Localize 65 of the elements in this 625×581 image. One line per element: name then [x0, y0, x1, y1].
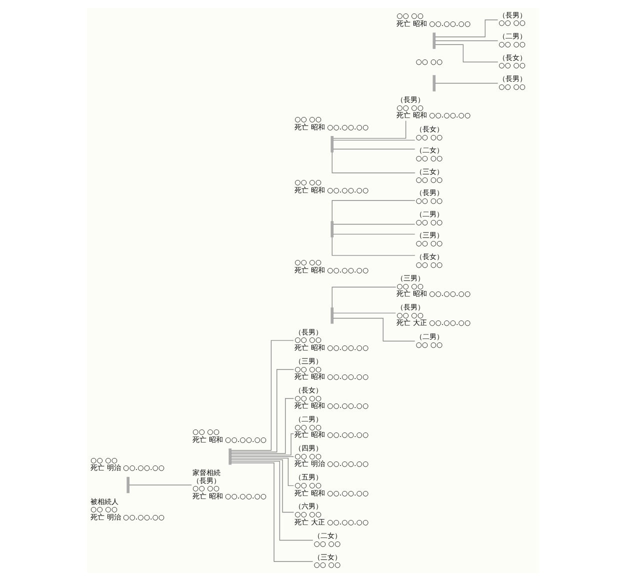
connector: [230, 459, 294, 513]
connector: [434, 82, 498, 84]
node-text: （二男） ○○ ○○: [415, 332, 444, 349]
connector: [230, 458, 294, 486]
node-bar: [330, 308, 334, 324]
connector: [230, 460, 313, 541]
node-text: ○○ ○○ 死亡 昭和 ○○.○○.○○: [294, 114, 368, 132]
node-text: ○○ ○○ 死亡 昭和 ○○.○○.○○: [396, 11, 470, 28]
node-text: ○○ ○○ 死亡 昭和 ○○.○○.○○: [294, 178, 368, 194]
node-text: （長女） ○○ ○○: [415, 252, 444, 269]
connector: [332, 234, 415, 235]
connector: [331, 200, 415, 222]
node-text: （長男） ○○ ○○ 死亡 昭和 ○○.○○.○○: [294, 327, 368, 352]
node-text: （三女） ○○ ○○: [313, 552, 342, 570]
connector: [434, 20, 498, 38]
connector: [331, 152, 415, 174]
node-text: ○○ ○○ 死亡 昭和 ○○.○○.○○: [294, 258, 368, 274]
node-text: （三男） ○○ ○○ 死亡 昭和 ○○.○○.○○: [294, 356, 368, 382]
node-bar: [432, 75, 436, 92]
connector: [230, 462, 313, 562]
node-text: （長男） ○○ ○○: [498, 74, 526, 91]
connector: [230, 398, 294, 454]
connector: [230, 340, 294, 451]
node-text: （三男） ○○ ○○ 死亡 昭和 ○○.○○.○○: [396, 274, 470, 298]
node-text: （六男） ○○ ○○ 死亡 大正 ○○.○○.○○: [294, 502, 368, 526]
node-text: （長男） ○○ ○○: [415, 188, 444, 206]
node-text: （二女） ○○ ○○: [415, 146, 444, 162]
connector: [128, 484, 192, 486]
node-bar: [228, 448, 232, 465]
node-text: （二男） ○○ ○○ 死亡 昭和 ○○.○○.○○: [294, 414, 368, 440]
connector: [230, 433, 294, 456]
connector: [331, 236, 415, 256]
node-text: （四男） ○○ ○○ 死亡 明治 ○○.○○.○○: [294, 444, 368, 468]
connector: [332, 224, 415, 225]
connector: [230, 369, 294, 452]
node-text: （三女） ○○ ○○: [415, 166, 444, 184]
node-text: （長男） ○○ ○○ 死亡 大正 ○○.○○.○○: [396, 302, 470, 328]
node-bar: [126, 476, 129, 494]
node-bar: [330, 136, 334, 152]
node-text: （三男） ○○ ○○: [415, 230, 444, 248]
node-bar: [432, 32, 436, 49]
node-text: （長女） ○○ ○○: [415, 124, 444, 142]
node-text: ○○ ○○ 死亡 明治 ○○.○○.○○: [90, 455, 164, 472]
connector: [332, 120, 406, 139]
node-text: 被相続人 ○○ ○○ 死亡 明治 ○○.○○.○○: [90, 496, 164, 522]
connector: [332, 318, 415, 342]
node-text: （長女） ○○ ○○: [498, 52, 526, 70]
connector: [332, 312, 396, 314]
node-bar: [330, 221, 334, 238]
node-text: （長男） ○○ ○○ 死亡 昭和 ○○.○○.○○: [396, 95, 470, 120]
connector: [230, 456, 294, 457]
node-text: （二女） ○○ ○○: [313, 531, 342, 548]
node-text: （二男） ○○ ○○: [415, 209, 444, 226]
connector: [434, 40, 498, 42]
node-text: （二男） ○○ ○○: [498, 32, 526, 48]
node-text: ○○ ○○ 死亡 昭和 ○○.○○.○○: [192, 426, 266, 444]
connector: [332, 140, 415, 141]
node-text: （長女） ○○ ○○ 死亡 昭和 ○○.○○.○○: [294, 386, 368, 410]
node-text: （長男） ○○ ○○: [498, 10, 526, 28]
node-text: ○○ ○○: [415, 56, 442, 66]
node-text: （五男） ○○ ○○ 死亡 昭和 ○○.○○.○○: [294, 472, 368, 498]
connector: [331, 286, 396, 308]
connector: [332, 148, 415, 150]
node-text: 家督相続 （長男） ○○ ○○ 死亡 昭和 ○○.○○.○○: [192, 468, 266, 500]
connector: [434, 44, 498, 62]
